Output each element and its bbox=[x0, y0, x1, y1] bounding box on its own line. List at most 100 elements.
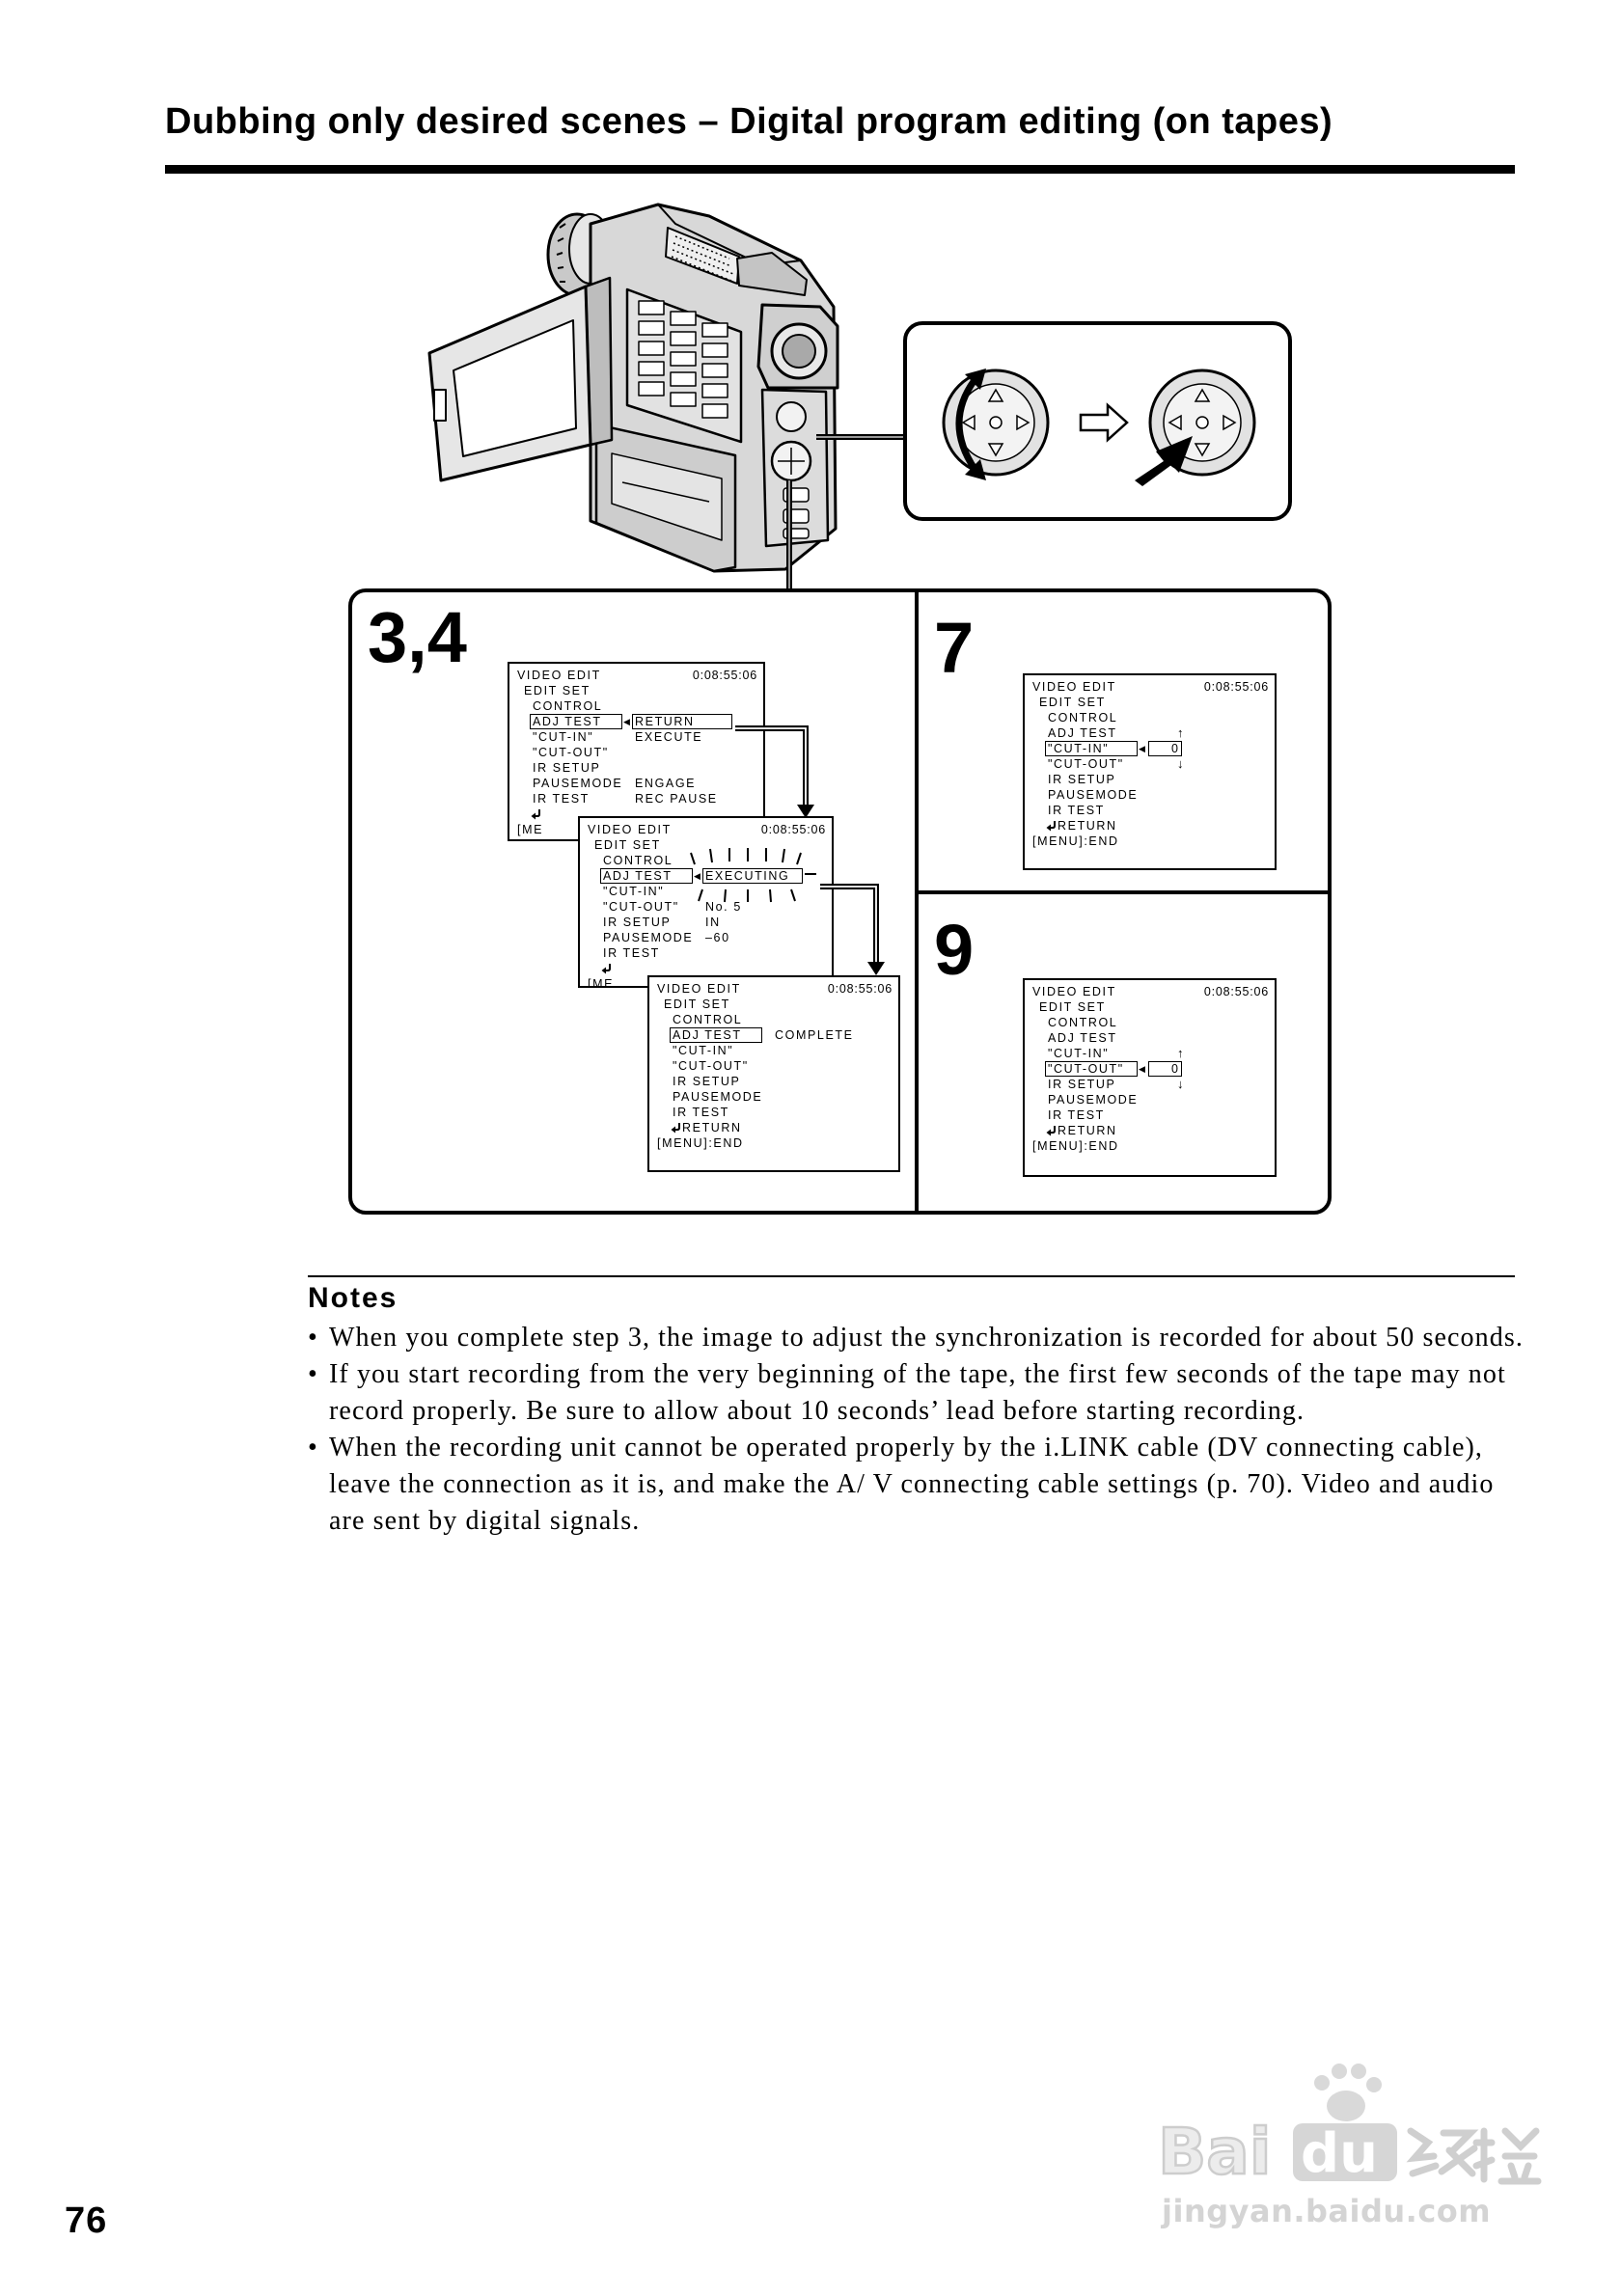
menu-item-label: EDIT SET bbox=[1039, 1000, 1106, 1014]
menu-item-label: "CUT-IN" bbox=[673, 1044, 734, 1057]
menu-item-value: EXECUTING bbox=[702, 868, 803, 884]
frame-divider bbox=[917, 890, 1330, 894]
menu-item-label: IR TEST bbox=[533, 792, 590, 806]
menu-item-value: EXECUTE bbox=[635, 730, 703, 744]
menu-line: [ME bbox=[580, 976, 832, 988]
menu-line: PAUSEMODE bbox=[1025, 787, 1275, 803]
frame-divider bbox=[915, 588, 919, 1215]
return-icon bbox=[671, 1123, 680, 1134]
selection-pointer-icon: ◀ bbox=[694, 871, 701, 881]
menu-title: VIDEO EDIT bbox=[517, 669, 601, 682]
menu-item-label: EDIT SET bbox=[524, 684, 591, 697]
step-label: 7 bbox=[934, 608, 975, 688]
selected-menu-item: ADJ TEST bbox=[600, 868, 693, 884]
lcd-panel bbox=[427, 276, 614, 482]
menu-line: CONTROL bbox=[1025, 710, 1275, 725]
menu-line: IR SETUP ↓ bbox=[1025, 1077, 1275, 1092]
menu-line: ADJ TEST bbox=[1025, 1030, 1275, 1046]
rear-controls bbox=[760, 388, 830, 548]
control-dial-press bbox=[1135, 369, 1256, 486]
menu-item-label: IR SETUP bbox=[1048, 1078, 1116, 1091]
menu-item-label: "CUT-OUT" bbox=[603, 900, 679, 914]
menu-item-label: [MENU]:END bbox=[1032, 834, 1119, 848]
menu-line: EDIT SET bbox=[509, 683, 763, 698]
menu-item-label: RETURN bbox=[1058, 819, 1117, 833]
microphone-grill bbox=[665, 227, 740, 285]
menu-line: IR TEST bbox=[649, 1105, 898, 1120]
menu-item-label: PAUSEMODE bbox=[1048, 1093, 1139, 1107]
menu-item-label: PAUSEMODE bbox=[533, 777, 623, 790]
menu-item-label: [MENU]:END bbox=[657, 1136, 744, 1150]
time-code: 0:08:55:06 bbox=[760, 823, 826, 836]
press-arrow-icon bbox=[1135, 436, 1193, 486]
menu-line: CONTROL bbox=[509, 698, 763, 714]
watermark-logo: Bai du bbox=[1157, 2064, 1542, 2190]
menu-line: IR TEST bbox=[1025, 803, 1275, 818]
menu-line: PAUSEMODE bbox=[1025, 1092, 1275, 1107]
menu-line: CONTROL bbox=[649, 1012, 898, 1027]
menu-line: ADJ TEST◀RETURN bbox=[509, 714, 763, 729]
notes-rule bbox=[308, 1275, 1515, 1277]
notes-list: • When you complete step 3, the image to… bbox=[308, 1320, 1525, 1540]
menu-line: "CUT-IN" bbox=[580, 884, 832, 899]
page-number: 76 bbox=[65, 2200, 108, 2241]
selection-pointer-icon: ◀ bbox=[1139, 744, 1145, 753]
note-item: • When the recording unit cannot be oper… bbox=[308, 1430, 1525, 1540]
menu-line: "CUT-OUT"◀0 bbox=[1025, 1061, 1275, 1077]
menu-item-label: IR SETUP bbox=[1048, 773, 1116, 786]
menu-item-label: IR TEST bbox=[1048, 804, 1105, 817]
menu-item-label: IR SETUP bbox=[673, 1075, 741, 1088]
lcd-screen bbox=[453, 319, 577, 457]
time-code: 0:08:55:06 bbox=[827, 982, 893, 996]
menu-line: IR TEST REC PAUSE bbox=[509, 791, 763, 806]
menu-title: VIDEO EDIT bbox=[1032, 985, 1116, 998]
menu-line: RETURN bbox=[1025, 1123, 1275, 1138]
menu-item-value: REC PAUSE bbox=[635, 792, 718, 806]
menu-line: EDIT SET bbox=[1025, 999, 1275, 1015]
return-icon bbox=[1046, 1126, 1056, 1136]
menu-line: ADJ TEST◀EXECUTING bbox=[580, 868, 832, 884]
up-arrow-icon: ↑ bbox=[1177, 725, 1184, 740]
menu-line: IR TEST bbox=[1025, 1107, 1275, 1123]
watermark-cjk-glyphs bbox=[1406, 2127, 1542, 2185]
menu-item-label: [ME bbox=[588, 977, 615, 988]
menu-item-label: PAUSEMODE bbox=[1048, 788, 1139, 802]
menu-item-label: ADJ TEST bbox=[1048, 726, 1117, 740]
menu-line: PAUSEMODE–60 bbox=[580, 930, 832, 945]
menu-title: VIDEO EDIT bbox=[1032, 680, 1116, 694]
menu-item-label: "CUT-OUT" bbox=[673, 1059, 749, 1073]
menu-line: "CUT-IN"↑ bbox=[1025, 1046, 1275, 1061]
step-label: 9 bbox=[934, 910, 975, 990]
menu-line: "CUT-OUT" bbox=[509, 745, 763, 760]
menu-item-label: EDIT SET bbox=[664, 998, 730, 1011]
menu-item-label: IR TEST bbox=[1048, 1108, 1105, 1122]
menu-item-label: PAUSEMODE bbox=[603, 931, 694, 944]
menu-item-label: CONTROL bbox=[1048, 1016, 1118, 1029]
menu-line: [MENU]:END bbox=[1025, 834, 1275, 849]
menu-item-label: CONTROL bbox=[1048, 711, 1118, 724]
menu-line: IR SETUP bbox=[649, 1074, 898, 1089]
menu-item-label: PAUSEMODE bbox=[673, 1090, 763, 1104]
menu-item-value: No. 5 bbox=[705, 900, 742, 914]
menu-line bbox=[509, 806, 763, 822]
selection-pointer-icon: ◀ bbox=[623, 717, 630, 726]
selected-menu-item: ADJ TEST bbox=[670, 1027, 762, 1043]
menu-item-value: ENGAGE bbox=[635, 777, 697, 790]
menu-item-label: IR TEST bbox=[603, 946, 660, 960]
note-text: When the recording unit cannot be operat… bbox=[329, 1433, 1495, 1536]
return-icon bbox=[601, 964, 611, 974]
watermark-logo-text: du bbox=[1301, 2122, 1378, 2185]
menu-line: "CUT-OUT"↓ bbox=[1025, 756, 1275, 772]
down-arrow-icon: ↓ bbox=[1177, 1077, 1184, 1091]
menu-item-label: "CUT-OUT" bbox=[533, 746, 609, 759]
menu-item-label: "CUT-OUT" bbox=[1048, 757, 1124, 771]
